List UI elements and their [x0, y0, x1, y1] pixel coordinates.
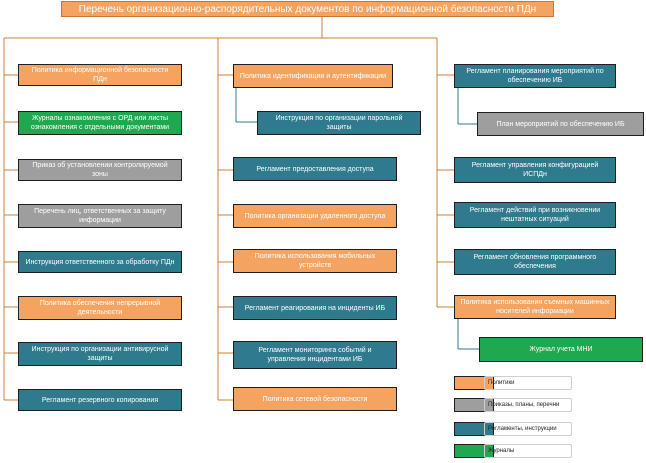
doc-box: Журнал учета МНИ [479, 337, 643, 362]
legend-label-policies: Политики [484, 376, 572, 390]
legend-label-journals: Журналы [484, 444, 572, 458]
doc-box: Перечень лиц, ответственных за защиту ин… [18, 204, 182, 228]
doc-box: Регламент реагирования на инциденты ИБ [233, 296, 397, 320]
doc-box: План мероприятий по обеспечению ИБ [477, 112, 644, 136]
doc-box: Регламент действий при возникновении неш… [454, 202, 616, 228]
doc-box: Журналы ознакомления с ОРД или листы озн… [18, 111, 182, 135]
doc-box: Политика сетевой безопасности [233, 387, 397, 411]
legend-label-orders: Приказы, планы, перечни [484, 398, 572, 412]
doc-box: Политика идентификации и аутентификации [233, 64, 393, 88]
doc-box: Инструкция по организации антивирусной з… [18, 342, 182, 366]
doc-box: Политика обеспечения непрерывной деятель… [18, 296, 182, 320]
diagram-title: Перечень организационно-распорядительных… [61, 1, 554, 17]
doc-box: Инструкция ответственного за обработку П… [18, 251, 182, 273]
doc-box: Политика использования мобильных устройс… [233, 249, 397, 273]
doc-box: Приказ об установлении контролируемой зо… [18, 159, 182, 181]
doc-box: Регламент обновления программного обеспе… [454, 249, 616, 275]
doc-box: Регламент планирования мероприятий по об… [454, 64, 616, 88]
doc-box: Политика использования съемных машинных … [454, 295, 616, 319]
legend-label-regulations: Регламенты, инструкции [484, 422, 572, 436]
doc-box: Политика организации удаленного доступа [233, 204, 397, 228]
doc-box: Политика информационной безопасности ПДн [18, 64, 182, 86]
doc-box: Регламент мониторинга событий и управлен… [233, 341, 397, 369]
doc-box: Регламент предоставления доступа [233, 157, 397, 181]
doc-box: Регламент резервного копирования [18, 389, 182, 411]
doc-box: Инструкция по организации парольной защи… [257, 111, 421, 135]
doc-box: Регламент управления конфигурацией ИСПДн [454, 157, 616, 183]
